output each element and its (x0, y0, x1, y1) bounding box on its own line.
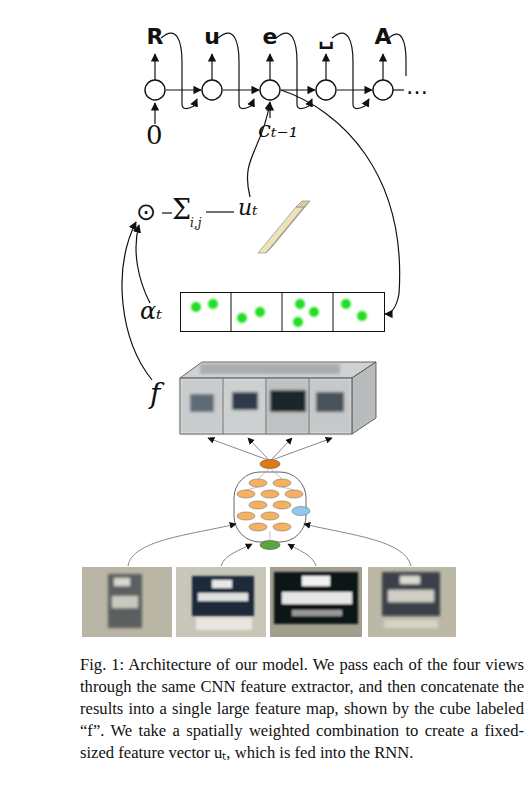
symbol-label: f (150, 378, 160, 410)
feature-cube (180, 360, 376, 436)
output-char: ␣ (301, 24, 351, 50)
product-symbol: ⊙ (136, 198, 156, 227)
sum-symbol: Σ (172, 194, 191, 226)
cnn-to-cube-arrows (128, 438, 411, 566)
connector (166, 89, 201, 90)
rnn-node: R (144, 24, 166, 102)
symbol-label: uₜ (238, 195, 258, 221)
input-zero: 0 (146, 120, 163, 151)
rnn-node: ␣ (315, 24, 337, 102)
connector (281, 90, 400, 314)
attention-map (180, 292, 385, 332)
connector (337, 89, 372, 90)
input-views (82, 567, 456, 637)
symbol-label: αₜ (140, 296, 162, 326)
connector (223, 89, 259, 90)
sum-index: i,j (190, 216, 201, 230)
rnn-node: u (201, 24, 223, 102)
ellipsis: … (406, 74, 428, 100)
connector (281, 89, 315, 90)
attention-wires (122, 212, 234, 380)
figure-caption: Fig. 1: Architecture of our model. We pa… (80, 654, 524, 764)
cnn-symbol (234, 460, 310, 550)
rnn-node: A (372, 24, 394, 102)
attention-node: αₜ (180, 292, 385, 332)
rnn-node: e (259, 24, 281, 102)
output-char: e (245, 24, 295, 50)
feedback-curves (155, 33, 406, 124)
feature-vector-node: uₜ (236, 195, 306, 257)
output-char: u (187, 24, 237, 50)
output-char: R (130, 24, 180, 50)
context-label: cₜ₋₁ (258, 116, 298, 144)
feature-map-node: f (180, 360, 376, 436)
output-char: A (358, 24, 408, 50)
